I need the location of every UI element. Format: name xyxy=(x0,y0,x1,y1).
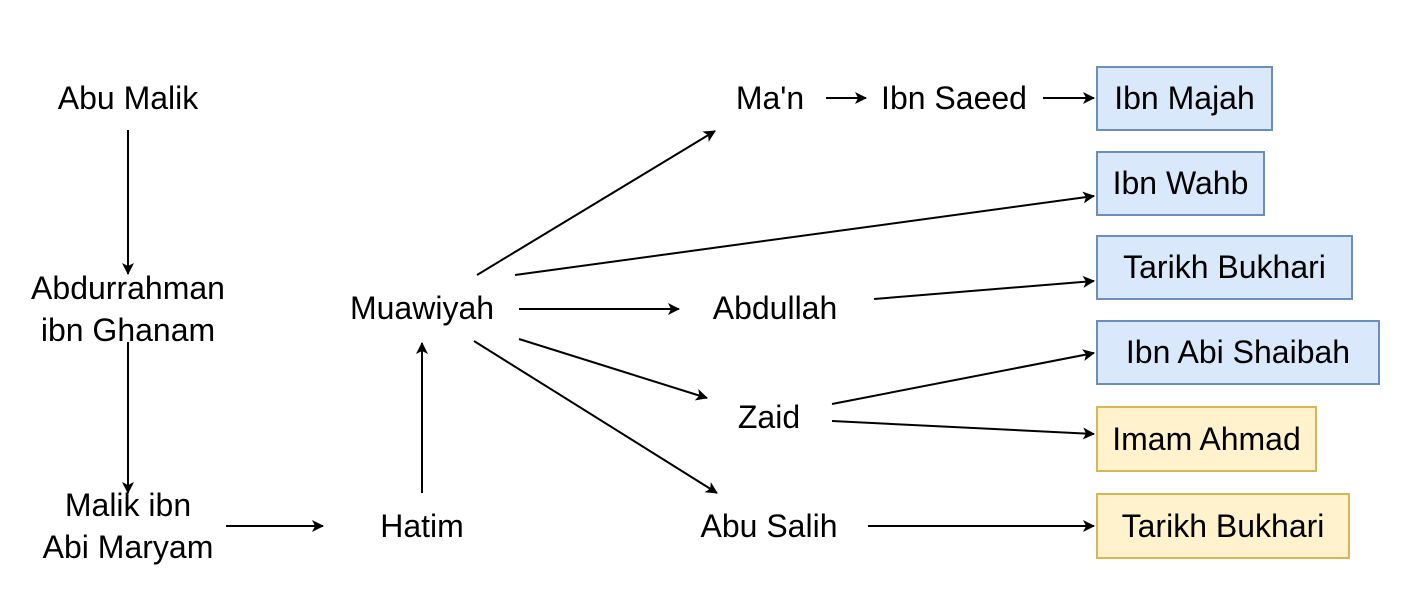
source-tarikh-bukhari-1: Tarikh Bukhari xyxy=(1096,235,1353,300)
edge-zaid-imamahmad xyxy=(831,420,1095,440)
node-man: Ma'n xyxy=(735,80,805,116)
source-tarikh-bukhari-2: Tarikh Bukhari xyxy=(1096,493,1350,559)
edge-zaid-ibnabishaibah xyxy=(831,349,1095,405)
node-muawiyah: Muawiyah xyxy=(349,290,495,326)
node-abdullah: Abdullah xyxy=(712,290,838,326)
node-ibn-saeed: Ibn Saeed xyxy=(881,80,1027,116)
node-abu-salih: Abu Salih xyxy=(700,508,838,544)
edge-abdullah-tarikh1 xyxy=(873,275,1095,300)
source-ibn-majah: Ibn Majah xyxy=(1096,66,1273,131)
source-imam-ahmad: Imam Ahmad xyxy=(1096,406,1317,472)
edge-muawiyah-man xyxy=(476,130,716,276)
edge-muawiyah-zaid xyxy=(518,338,708,401)
node-abdurrahman-line1: Abdurrahman xyxy=(31,270,225,306)
node-zaid: Zaid xyxy=(737,399,801,435)
node-malik-line2: Abi Maryam xyxy=(42,529,214,565)
edge-muawiyah-abusalih xyxy=(473,340,718,494)
node-abdurrahman: Abdurrahman ibn Ghanam xyxy=(31,267,225,351)
node-hatim: Hatim xyxy=(380,508,464,544)
node-malik: Malik ibn Abi Maryam xyxy=(43,484,214,568)
source-ibn-wahb: Ibn Wahb xyxy=(1096,151,1265,216)
edge-muawiyah-ibnwahb xyxy=(514,191,1095,276)
node-abu-malik: Abu Malik xyxy=(57,80,199,116)
source-ibn-abi-shaibah: Ibn Abi Shaibah xyxy=(1096,320,1380,385)
node-malik-line1: Malik ibn xyxy=(64,487,192,523)
node-abdurrahman-line2: ibn Ghanam xyxy=(40,312,216,348)
